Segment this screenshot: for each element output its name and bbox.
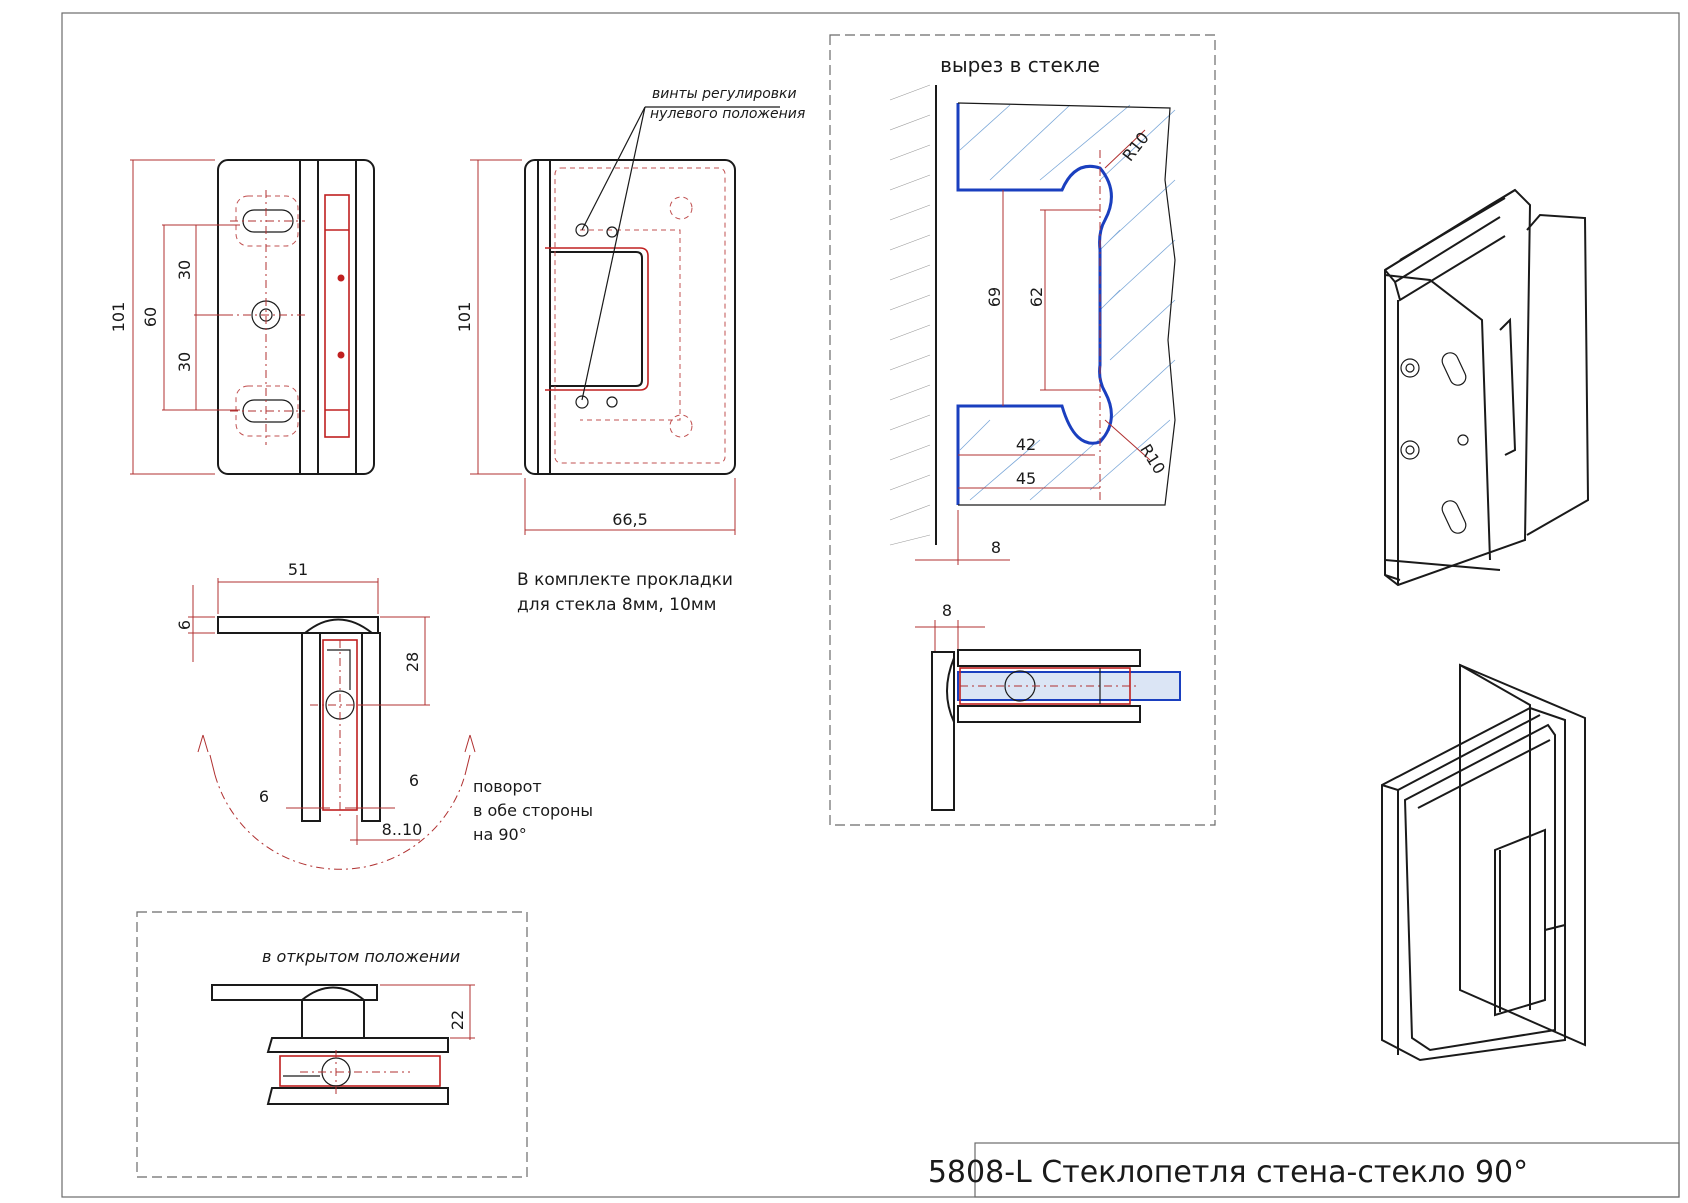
isometric-view-bottom [1381,663,1586,1062]
dim-gap-right: 6 [409,771,419,790]
dim-section-gap: 8 [942,601,952,620]
dim-cutout-radius-bottom: R10 [1136,441,1169,478]
dim-side-width: 66,5 [612,510,648,529]
dim-cutout-radius-top: R10 [1118,128,1152,165]
title-block-text: 5808-L Стеклопетля стена-стекло 90° [928,1155,1528,1190]
dim-cutout-depth-outer: 45 [1016,469,1036,488]
note-adjust-screws-1: винты регулировки [652,86,797,102]
dim-top-depth: 28 [403,652,422,672]
dim-top-plate-thickness: 6 [175,620,194,630]
dim-front-lower-pitch: 30 [175,352,194,372]
glass-section-view [915,620,1181,811]
title-block [974,1142,1680,1198]
dim-cutout-outer: 69 [985,287,1004,307]
open-position-title: в открытом положении [262,947,460,966]
note-kit-1: В комплекте прокладки [517,570,733,590]
dim-front-upper-pitch: 30 [175,260,194,280]
note-adjust-screws-2: нулевого положения [650,106,805,122]
note-rotation-1: поворот [473,777,542,796]
isometric-view-top [1384,188,1590,587]
dim-wall-gap: 8 [991,538,1001,557]
note-rotation-3: на 90° [473,825,527,844]
note-kit-2: для стекла 8мм, 10мм [517,595,716,615]
dim-glass-range: 8..10 [382,820,423,839]
dim-gap-left: 6 [259,787,269,806]
front-view [130,159,375,475]
dim-top-width: 51 [288,560,308,579]
dim-cutout-depth-inner: 42 [1016,435,1036,454]
dim-cutout-inner: 62 [1027,287,1046,307]
glass-cutout-view [829,34,1216,826]
sheet-border [61,12,1680,1198]
dim-side-height: 101 [455,302,474,333]
dim-front-hole-span: 60 [141,307,160,327]
side-view [470,106,780,535]
cutout-title: вырез в стекле [940,53,1100,77]
open-position-view [136,911,528,1178]
dim-open-offset: 22 [448,1010,467,1030]
top-view [188,578,476,870]
dim-front-height: 101 [109,302,128,333]
note-rotation-2: в обе стороны [473,801,593,820]
